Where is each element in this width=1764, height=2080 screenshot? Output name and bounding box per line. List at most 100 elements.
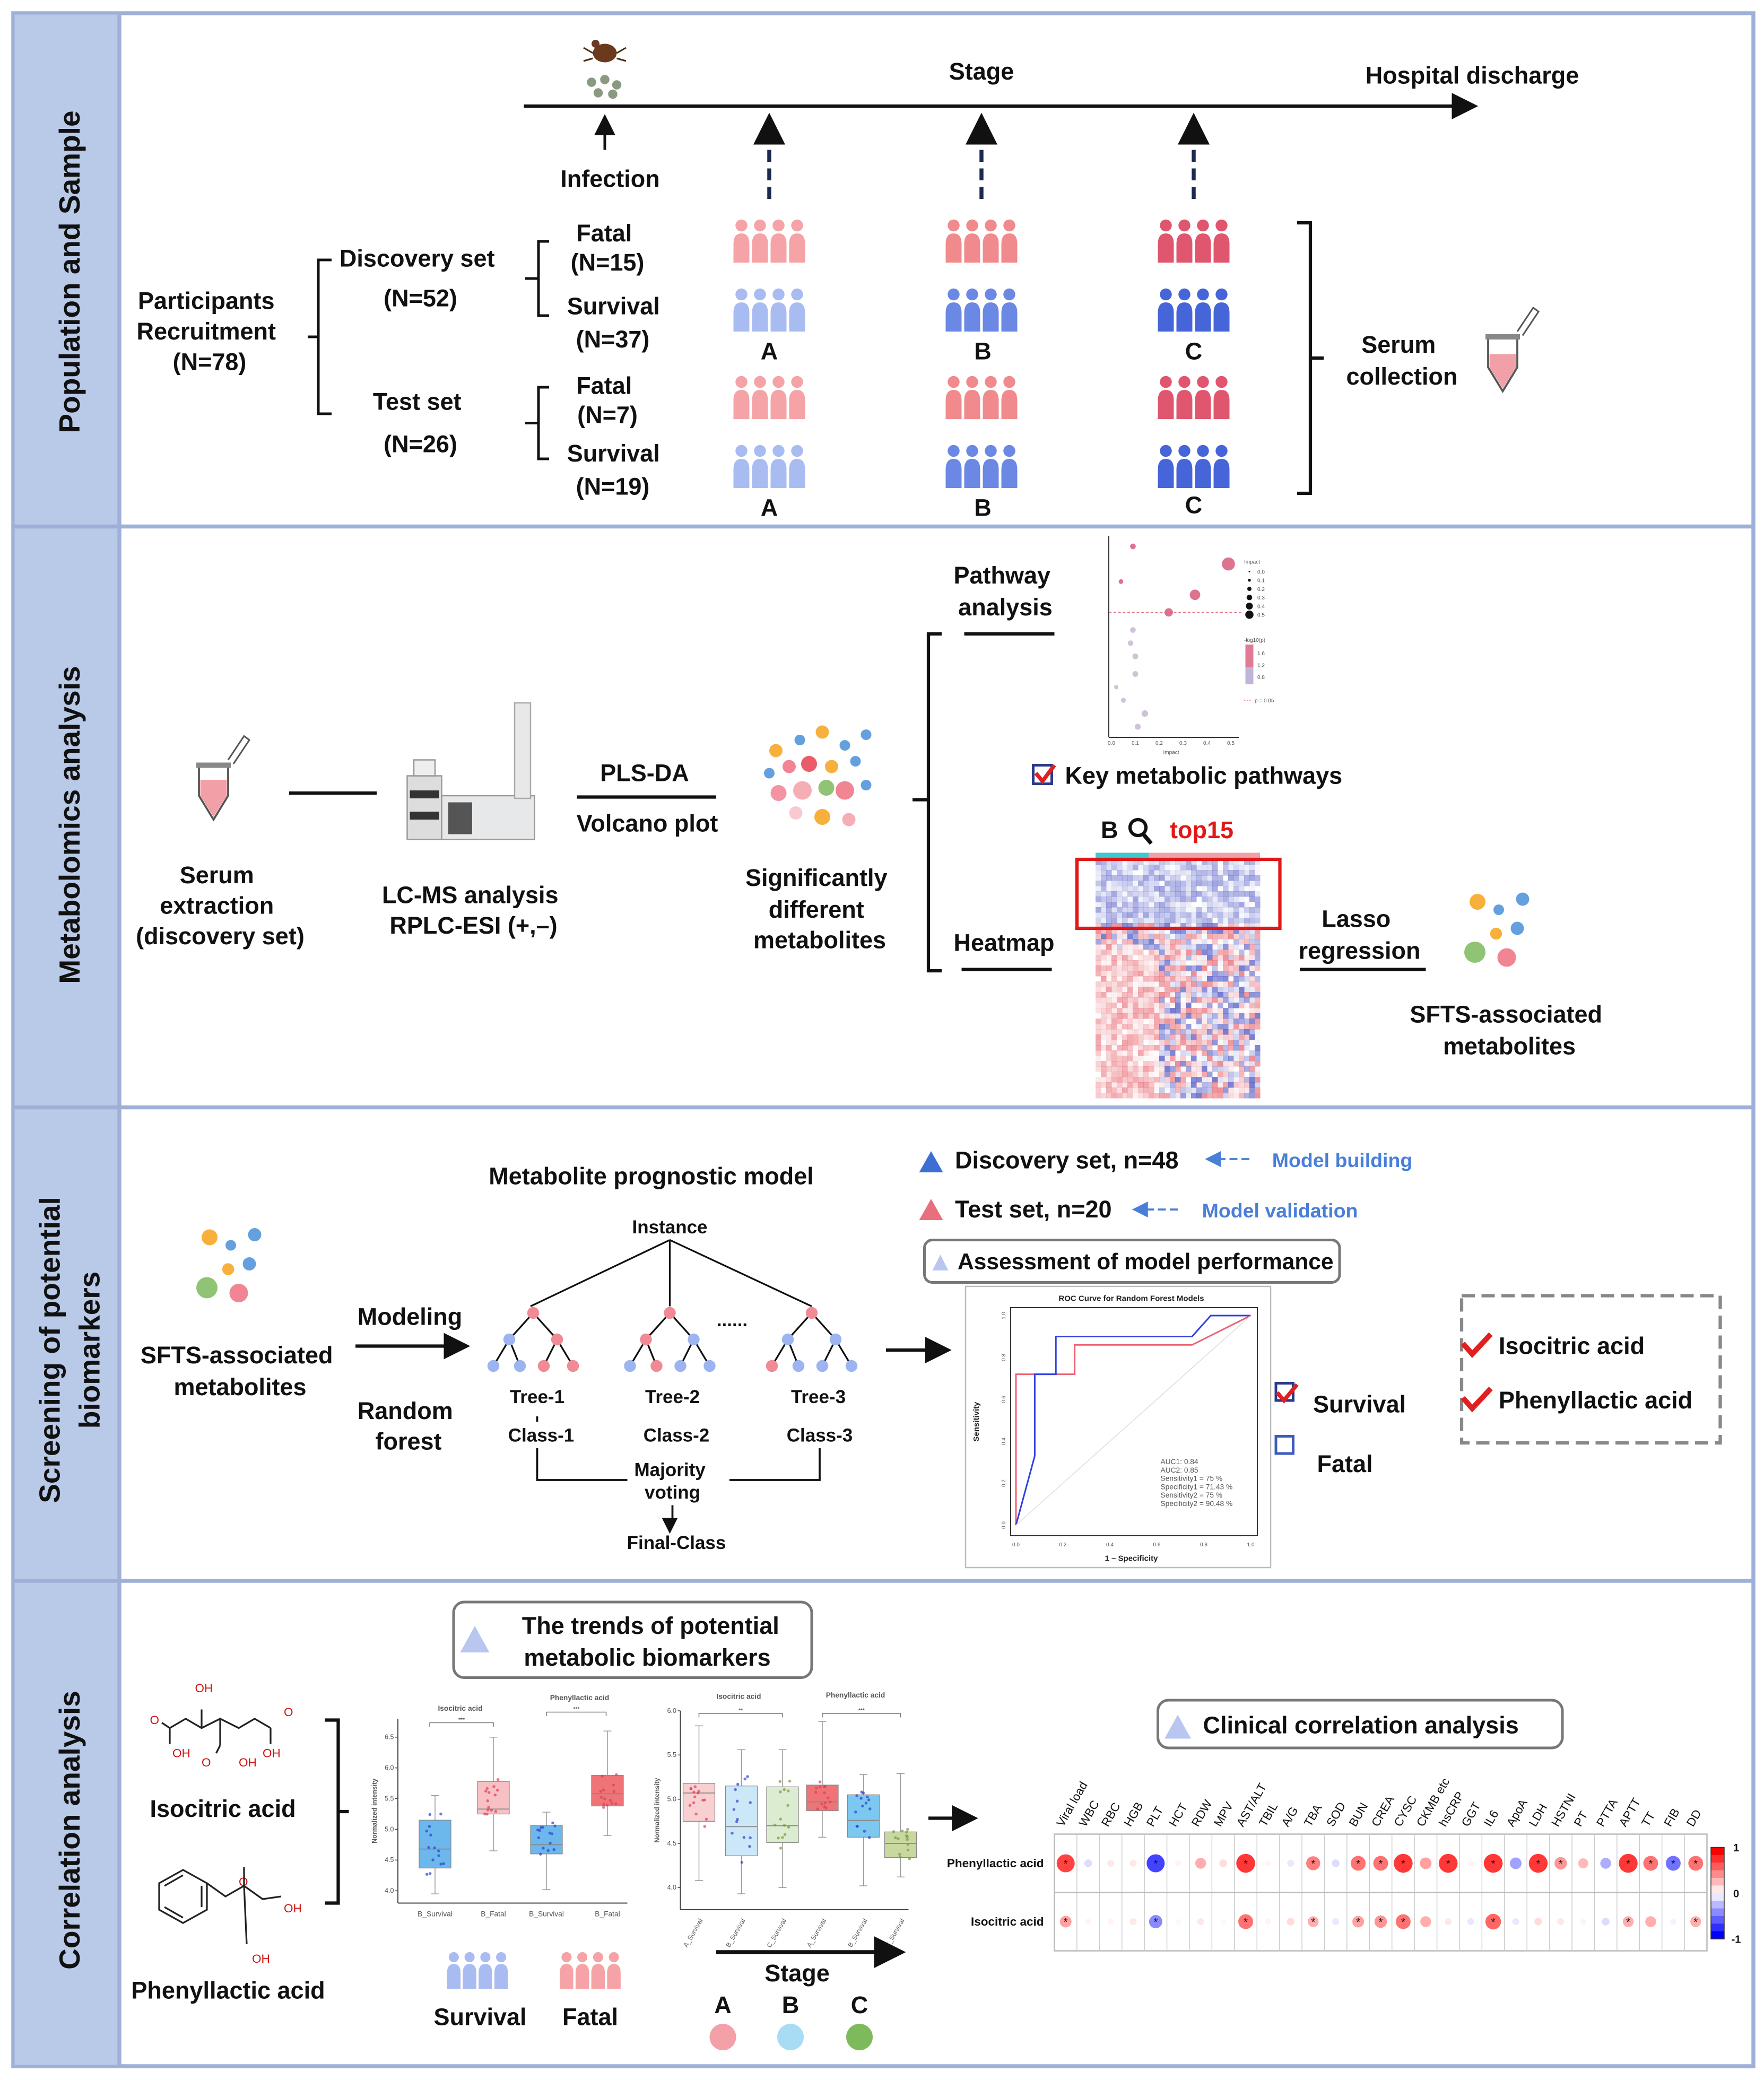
heatmap-cell [1111,1093,1117,1099]
heatmap-cell [1149,1003,1154,1008]
heatmap-cell [1196,1045,1202,1051]
heatmap-cell [1207,1066,1213,1072]
heatmap-cell [1223,1019,1229,1024]
heatmap-cell [1149,955,1154,961]
metabolite-dot [793,781,812,800]
heatmap-cell [1233,859,1239,865]
heatmap-cell [1096,1040,1101,1046]
heatmap-cell [1228,886,1234,892]
heatmap-cell [1191,902,1197,908]
heatmap-cell [1223,1024,1229,1030]
heatmap-cell [1196,997,1202,1003]
heatmap-cell [1096,971,1101,977]
heatmap-cell [1122,918,1128,924]
heatmap-cell [1096,1061,1101,1067]
data-point [783,1824,786,1827]
heatmap-cell [1207,1077,1213,1083]
heatmap-cell [1106,976,1112,982]
pathway-point [1134,724,1141,730]
heatmap-cell [1154,1024,1160,1030]
heatmap-cell [1138,897,1144,902]
heatmap-cell [1228,912,1234,918]
heatmap-cell [1228,1003,1234,1008]
data-point [427,1846,430,1849]
heatmap-cell [1159,944,1165,950]
heatmap-cell [1170,981,1176,987]
stage-label-a: A [714,1991,732,2018]
heatmap-cell [1255,1082,1261,1088]
y-tick-label: 4.0 [667,1884,676,1891]
legend-label: 1.2 [1257,663,1265,669]
heatmap-cell [1175,1077,1181,1083]
data-point [742,1835,746,1839]
person-body [575,1964,589,1989]
correlation-dot [1670,1918,1676,1925]
heatmap-cell [1207,1003,1213,1008]
heatmap-cell [1207,875,1213,881]
heatmap-cell [1207,928,1213,934]
heatmap-cell [1122,1093,1128,1099]
heatmap-cell [1122,1003,1128,1008]
colorbar-segment [1711,1855,1724,1863]
heatmap-cell [1117,976,1123,982]
heatmap-cell [1149,965,1154,971]
heatmap-cell [1223,1029,1229,1035]
heatmap-cell [1122,960,1128,966]
heatmap-cell [1122,865,1128,871]
person-head [609,1952,619,1963]
heatmap-cell [1154,1008,1160,1014]
heatmap-cell [1138,960,1144,966]
data-point [485,1787,489,1790]
heatmap-cell [1122,886,1128,892]
heatmap-cell [1249,1082,1255,1088]
correlation-dot [1483,1853,1503,1873]
significance-bracket [429,1722,494,1727]
heatmap-cell [1249,955,1255,961]
heatmap-cell [1122,955,1128,961]
heatmap-cell [1170,944,1176,950]
heatmap-cell [1159,1093,1165,1099]
heatmap-cell [1212,987,1218,993]
group-bar-survival [1096,852,1149,858]
heatmap-cell [1175,897,1181,902]
heatmap-cell [1127,1066,1133,1072]
heatmap-cell [1175,1008,1181,1014]
correlation-dot [1265,1918,1272,1925]
data-point [866,1795,869,1798]
heatmap-cell [1207,1050,1213,1056]
heatmap-cell [1149,1093,1154,1099]
heatmap-cell [1106,1029,1112,1035]
heatmap-cell [1244,934,1250,939]
heatmap-cell [1196,918,1202,924]
heatmap-cell [1191,976,1197,982]
heatmap-cell [1249,897,1255,902]
heatmap-cell [1165,1072,1170,1077]
y-tick-label: 4.5 [667,1840,676,1847]
heatmap-cell [1212,950,1218,955]
heatmap-cell [1175,1019,1181,1024]
heatmap-cell [1165,1013,1170,1019]
heatmap-cell [1133,907,1139,913]
heatmap-cell [1223,870,1229,876]
heatmap-cell [1186,886,1192,892]
heatmap-cell [1202,965,1207,971]
heatmap-cell [1106,897,1112,902]
heatmap-cell [1101,950,1107,955]
data-point [816,1807,819,1811]
heatmap-cell [1106,934,1112,939]
heatmap-cell [1154,1029,1160,1035]
heatmap-cell [1249,1029,1255,1035]
heatmap-cell [1170,912,1176,918]
person-head [561,1952,572,1963]
heatmap-cell [1111,944,1117,950]
heatmap-cell [1096,907,1101,913]
heatmap-cell [1133,934,1139,939]
heatmap-cell [1212,1008,1218,1014]
modeling-label: Modeling [358,1303,462,1330]
atom-label: O [284,1705,293,1719]
heatmap-cell [1106,1093,1112,1099]
heatmap-cell [1122,1034,1128,1040]
data-point [779,1847,783,1850]
heatmap-cell [1111,1029,1117,1035]
